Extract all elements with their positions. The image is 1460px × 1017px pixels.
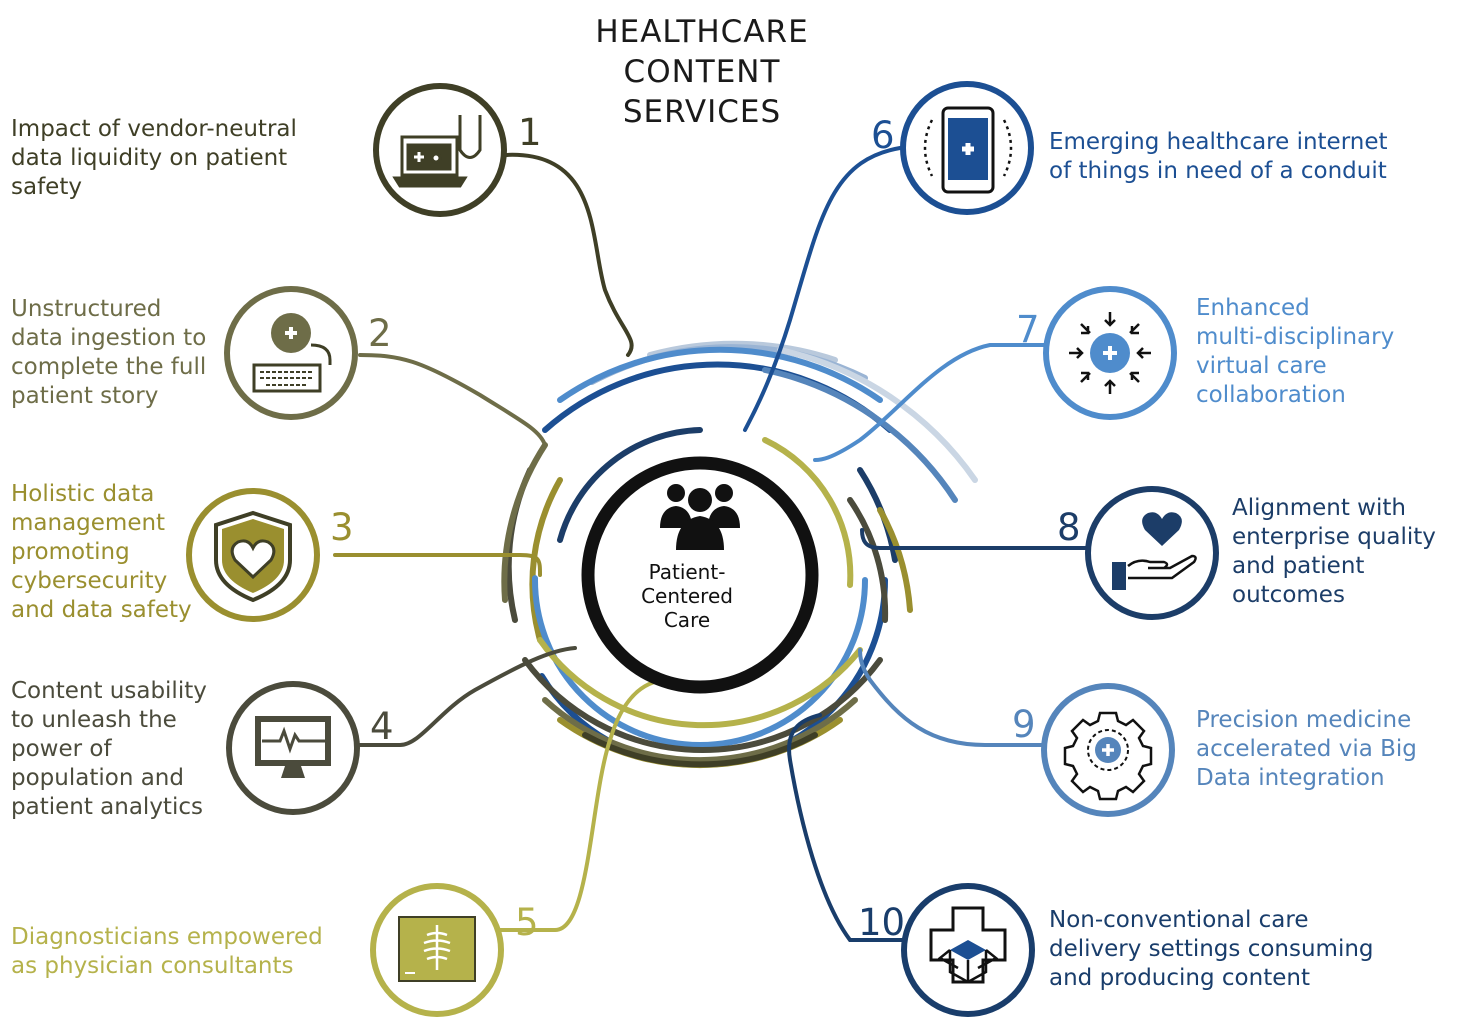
center-label: Patient- Centered Care bbox=[641, 560, 733, 632]
diagram-title: HEALTHCARE CONTENT SERVICES bbox=[552, 12, 852, 132]
center-hub bbox=[581, 456, 819, 694]
item-label-8: Alignment with enterprise quality and pa… bbox=[1232, 495, 1436, 608]
item-number-2: 2 bbox=[368, 312, 392, 355]
connector-5 bbox=[498, 678, 670, 932]
item-number-10: 10 bbox=[858, 901, 906, 944]
item-label-9: Precision medicine accelerated via Big D… bbox=[1196, 707, 1417, 791]
item-label-3: Holistic data management promoting cyber… bbox=[11, 481, 192, 623]
connector-9 bbox=[858, 648, 1047, 747]
item-label-5: Diagnosticians empowered as physician co… bbox=[11, 924, 323, 979]
icon-circle-6 bbox=[900, 81, 1034, 215]
icon-circle-1 bbox=[373, 83, 507, 217]
item-number-3: 3 bbox=[330, 506, 354, 549]
title-line: CONTENT bbox=[623, 54, 781, 90]
concentric-rings bbox=[501, 340, 978, 769]
connector-4 bbox=[358, 646, 577, 747]
gear-plus-icon bbox=[1063, 711, 1153, 801]
connector-8 bbox=[860, 528, 1090, 550]
connector-1 bbox=[503, 152, 634, 357]
item-label-6: Emerging healthcare internet of things i… bbox=[1049, 129, 1388, 184]
connector-7 bbox=[813, 343, 1047, 462]
smartphone-plus-icon bbox=[923, 106, 1013, 194]
monitor-heartbeat-icon bbox=[255, 716, 331, 778]
connectors bbox=[333, 146, 1090, 942]
xray-icon bbox=[398, 916, 476, 982]
connector-10 bbox=[787, 713, 907, 942]
keyboard-plus-icon bbox=[252, 313, 332, 393]
icon-circle-7 bbox=[1043, 286, 1177, 420]
connector-3 bbox=[333, 553, 542, 577]
connector-2 bbox=[358, 353, 547, 447]
title-line: HEALTHCARE bbox=[595, 14, 809, 50]
icon-circle-3 bbox=[186, 488, 320, 622]
icon-circle-9 bbox=[1041, 683, 1175, 817]
converging-arrows-icon bbox=[1069, 312, 1151, 394]
item-number-8: 8 bbox=[1057, 506, 1081, 549]
item-label-10: Non-conventional care delivery settings … bbox=[1049, 907, 1374, 991]
icon-circle-4 bbox=[226, 681, 360, 815]
cross-box-icon bbox=[929, 906, 1007, 984]
laptop-stethoscope-icon bbox=[392, 115, 482, 188]
item-number-6: 6 bbox=[871, 114, 895, 157]
item-label-1: Impact of vendor-neutral data liquidity … bbox=[11, 116, 297, 200]
shield-heart-icon bbox=[214, 510, 292, 603]
item-label-2: Unstructured data ingestion to complete … bbox=[11, 296, 207, 409]
hand-heart-icon bbox=[1112, 512, 1197, 590]
item-number-1: 1 bbox=[518, 111, 542, 154]
item-label-7: Enhanced multi-disciplinary virtual care… bbox=[1196, 295, 1395, 408]
item-number-9: 9 bbox=[1012, 703, 1036, 746]
connector-6 bbox=[743, 146, 902, 432]
item-number-4: 4 bbox=[370, 705, 394, 748]
title-line: SERVICES bbox=[622, 94, 782, 130]
icon-circle-8 bbox=[1085, 486, 1219, 620]
item-number-5: 5 bbox=[515, 901, 539, 944]
item-label-4: Content usability to unleash the power o… bbox=[11, 678, 207, 820]
icon-circle-10 bbox=[901, 883, 1035, 1017]
people-group-icon bbox=[660, 484, 740, 550]
icon-circle-5 bbox=[370, 883, 504, 1017]
item-number-7: 7 bbox=[1016, 308, 1040, 351]
icon-circle-2 bbox=[224, 286, 358, 420]
